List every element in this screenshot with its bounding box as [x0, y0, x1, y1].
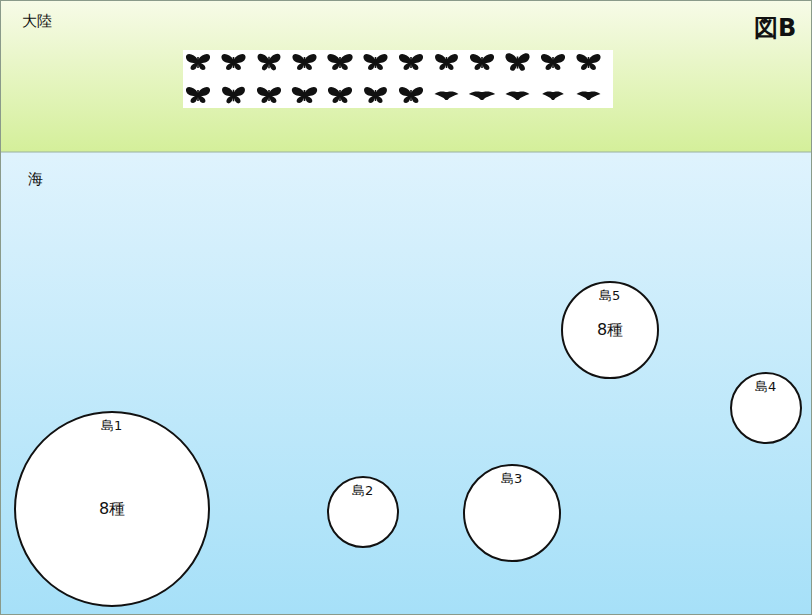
figure-label: 図B [754, 14, 796, 43]
island-circle: 島2 [327, 476, 399, 548]
species-count: 8種 [99, 499, 125, 518]
region-label: 海 [28, 170, 43, 188]
species-count: 8種 [597, 320, 623, 339]
island-name: 島2 [352, 483, 373, 499]
island-circle: 島1 8種 [14, 411, 210, 607]
continent-band: 大陸 [0, 0, 812, 152]
sea-band: 海島18種島2島3島4島58種 [0, 152, 812, 615]
island-name: 島5 [599, 288, 620, 304]
island-circle: 島5 8種 [561, 281, 659, 379]
island-name: 島3 [501, 471, 522, 487]
region-label: 大陸 [22, 12, 52, 30]
island-circle: 島3 [463, 464, 561, 562]
island-name: 島4 [755, 379, 776, 395]
butterfly-icons [186, 53, 601, 103]
island-name: 島1 [101, 418, 122, 434]
island-circle: 島4 [730, 372, 802, 444]
